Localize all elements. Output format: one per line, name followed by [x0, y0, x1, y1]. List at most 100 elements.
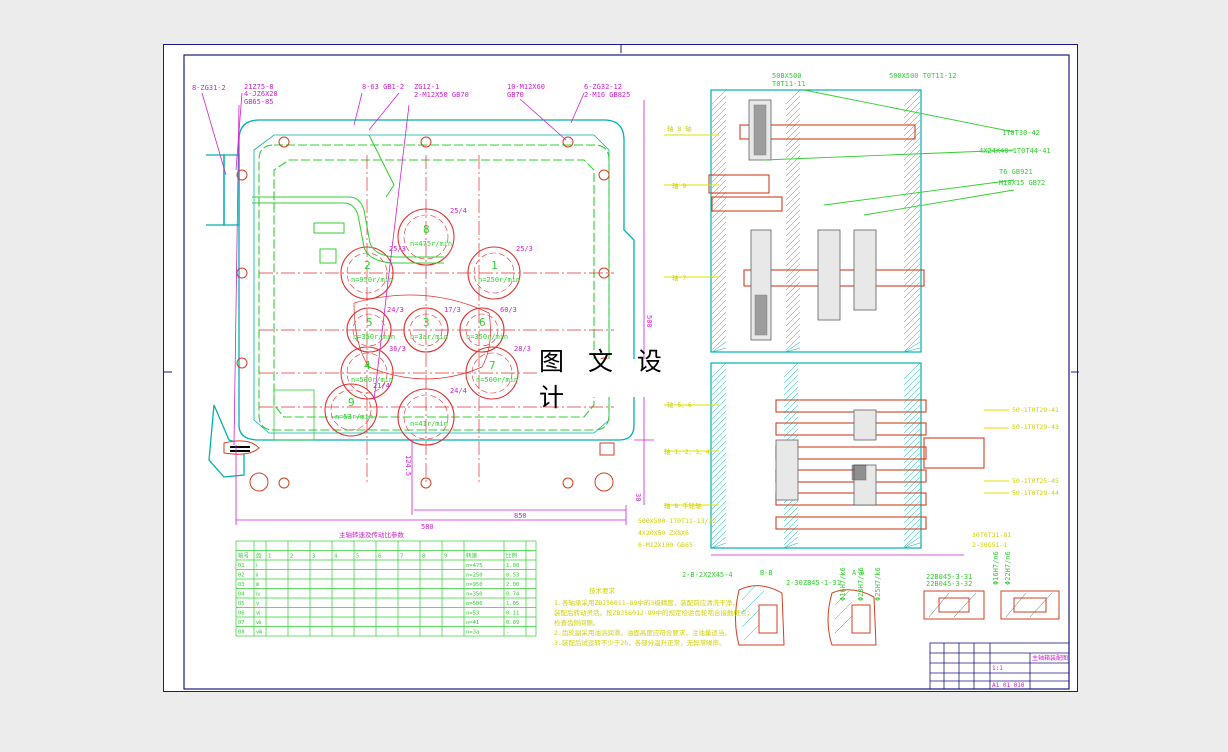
- b-callout-3: 6-M12X100 GB65: [638, 541, 693, 549]
- hatch-line: [903, 137, 921, 155]
- hatch-line: [711, 329, 727, 345]
- dimension-lines: [235, 100, 654, 525]
- hatch-line: [711, 404, 727, 420]
- table-cell: 07: [238, 620, 245, 626]
- right-housing: [710, 89, 922, 549]
- table-cell: n=475: [466, 563, 483, 569]
- hatch-line: [903, 434, 921, 452]
- hatch-line: [783, 380, 799, 396]
- bolt-holes: [236, 136, 614, 492]
- hatch-line: [783, 500, 799, 516]
- hatch-line: [785, 293, 801, 309]
- hatch-line: [903, 173, 921, 191]
- table-cell: 1.00: [506, 563, 519, 569]
- gear-pitch-circle: [346, 352, 388, 394]
- table-cell: ⅷ: [256, 629, 263, 636]
- notes-line-4: 2.齿轮副采用油浴润滑，油面高度应符合要求，注油量适当。: [554, 628, 731, 637]
- hatch-line: [711, 101, 727, 117]
- hatch-line: [903, 233, 921, 251]
- hatch-line: [711, 422, 727, 438]
- hatch-line: [903, 119, 921, 137]
- gear-teeth-label: 24/3: [387, 306, 404, 314]
- hatch-line: [903, 410, 921, 428]
- label-zg12: ZG12-1: [414, 83, 439, 91]
- hatch-line: [711, 536, 727, 549]
- gear-number: 6: [479, 316, 486, 329]
- gear-speed-label: n=53r/min: [335, 413, 373, 421]
- table-header-cell: 8: [422, 554, 425, 560]
- label-r-top-3: T0T11-11: [772, 80, 806, 88]
- label-r-top-4: 4X24X40-1T0T44-41: [979, 147, 1051, 155]
- table-cell: 0.53: [506, 573, 519, 579]
- gear-number: 2: [364, 259, 371, 272]
- hatch-line: [711, 155, 727, 171]
- hatch-line: [903, 155, 921, 173]
- hatch-line: [711, 488, 727, 504]
- hatch-line: [711, 239, 727, 255]
- hatch-line: [903, 311, 921, 329]
- r-callout-6: 2-30G51-1: [972, 541, 1007, 549]
- hatch-line: [903, 542, 921, 549]
- gear-number: 9: [348, 396, 355, 409]
- hatch-line: [785, 227, 801, 243]
- notes-line-5: 3.装配后试运转不少于2h，各部分温升正常，无异常噪声。: [554, 638, 726, 647]
- hatch-line: [783, 542, 799, 549]
- gear-blocks: [748, 99, 877, 506]
- axis-label-5: 轴 1、2、3、4: [664, 447, 710, 456]
- hatch-line: [711, 263, 727, 279]
- hatch-line: [711, 530, 727, 546]
- hatch-line: [785, 119, 801, 135]
- hatch-line: [711, 227, 727, 243]
- dim-850: 850: [514, 512, 527, 520]
- hatch-line: [903, 161, 921, 179]
- hatch-line: [785, 275, 801, 291]
- hatch-line: [711, 281, 727, 297]
- r-callout-5: 30T0T31-81: [972, 531, 1011, 539]
- hatch-line: [711, 518, 727, 534]
- detail-8: Φ16H7/n6: [992, 551, 1000, 585]
- gear-6-circle: [459, 307, 505, 353]
- b-callout-2: 4X20X50 ZX8X6: [638, 529, 689, 537]
- hatch-line: [711, 524, 727, 540]
- hatch-line: [711, 512, 727, 528]
- hatch-line: [903, 536, 921, 549]
- hatch-line: [903, 305, 921, 323]
- gear-9-circle: [324, 383, 378, 437]
- table-cell: n=3a: [466, 630, 479, 636]
- hatch-line: [711, 137, 727, 153]
- gear-teeth-label: 25/3: [516, 245, 533, 253]
- hatch-line: [903, 257, 921, 275]
- hatch-line: [711, 398, 727, 414]
- hatch-line: [903, 125, 921, 143]
- hatch-line: [785, 173, 801, 189]
- hatch-line: [785, 209, 801, 225]
- hatch-line: [903, 488, 921, 506]
- hatch-line: [903, 131, 921, 149]
- gear-pitch-circle: [465, 313, 499, 347]
- hatch-line: [785, 263, 801, 279]
- cad-drawing: 8-ZG31-2 21Z75-8 4-JZ6X28 GB65-85 8-63 G…: [164, 45, 1079, 690]
- hatch-line: [903, 494, 921, 512]
- hatch-line: [785, 269, 801, 285]
- hatch-line: [711, 494, 727, 510]
- hatch-line: [903, 452, 921, 470]
- label-zg31: 8-ZG31-2: [192, 84, 226, 92]
- table-cell: -: [506, 630, 509, 636]
- hatch-line: [711, 362, 727, 378]
- hatch-line: [785, 239, 801, 255]
- hatch-line: [711, 386, 727, 402]
- hatch-line: [711, 347, 727, 353]
- gear-number: 3: [423, 316, 430, 329]
- gear-teeth-label: 28/3: [514, 345, 531, 353]
- hatch-line: [903, 197, 921, 215]
- hatch-line: [785, 197, 801, 213]
- hatch-line: [785, 185, 801, 201]
- dim-580: 580: [421, 523, 434, 531]
- hatch-line: [711, 119, 727, 135]
- hatch-line: [903, 89, 921, 107]
- hatch-line: [711, 416, 727, 432]
- hatch-line: [903, 476, 921, 494]
- hatch-line: [903, 167, 921, 185]
- detail-1: 2-B-2X2X45-4: [682, 571, 733, 579]
- hatch-line: [711, 458, 727, 474]
